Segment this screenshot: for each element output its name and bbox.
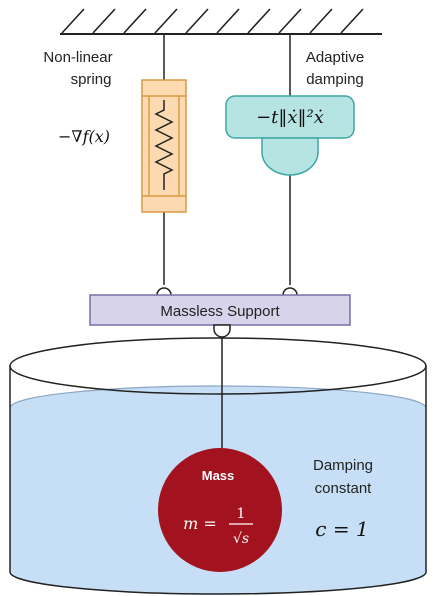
massless-support [89, 294, 351, 326]
damping-label-line1: Damping [313, 457, 373, 474]
mass-title: Mass [202, 468, 235, 483]
support-bottom-connector [213, 324, 231, 338]
nonlinear-spring [141, 79, 187, 213]
support-label: Massless Support [160, 303, 280, 320]
ceiling-hatching [61, 8, 364, 34]
mass-formula-denominator: √s [233, 531, 249, 547]
damping-value: c = 1 [315, 517, 368, 541]
mass-formula-numerator: 1 [237, 506, 246, 522]
spring-force-formula: −∇f(x) [58, 127, 110, 146]
adaptive-damper: −t‖ẋ‖²ẋ [225, 95, 355, 176]
spring-label-line2: spring [71, 71, 112, 88]
damper-label-line2: damping [306, 71, 364, 88]
spring-coil [154, 100, 174, 190]
spring-label-line1: Non-linear [43, 49, 112, 66]
fluid-surface [9, 385, 427, 409]
mass-ball [158, 448, 282, 572]
mass: Mass m = 1 √s [158, 448, 282, 572]
container-rim-back [9, 337, 427, 367]
damper-connector [282, 287, 298, 296]
mass-formula-lhs: m = [183, 514, 217, 533]
damper-piston [261, 137, 319, 176]
damper-label-line1: Adaptive [306, 49, 364, 66]
damper-force-formula: −t‖ẋ‖²ẋ [256, 107, 324, 128]
spring-connector [156, 287, 172, 296]
container-rim-front [9, 365, 427, 395]
container-bottom [9, 571, 427, 595]
ceiling [60, 8, 382, 35]
damping-label-line2: constant [315, 480, 373, 497]
